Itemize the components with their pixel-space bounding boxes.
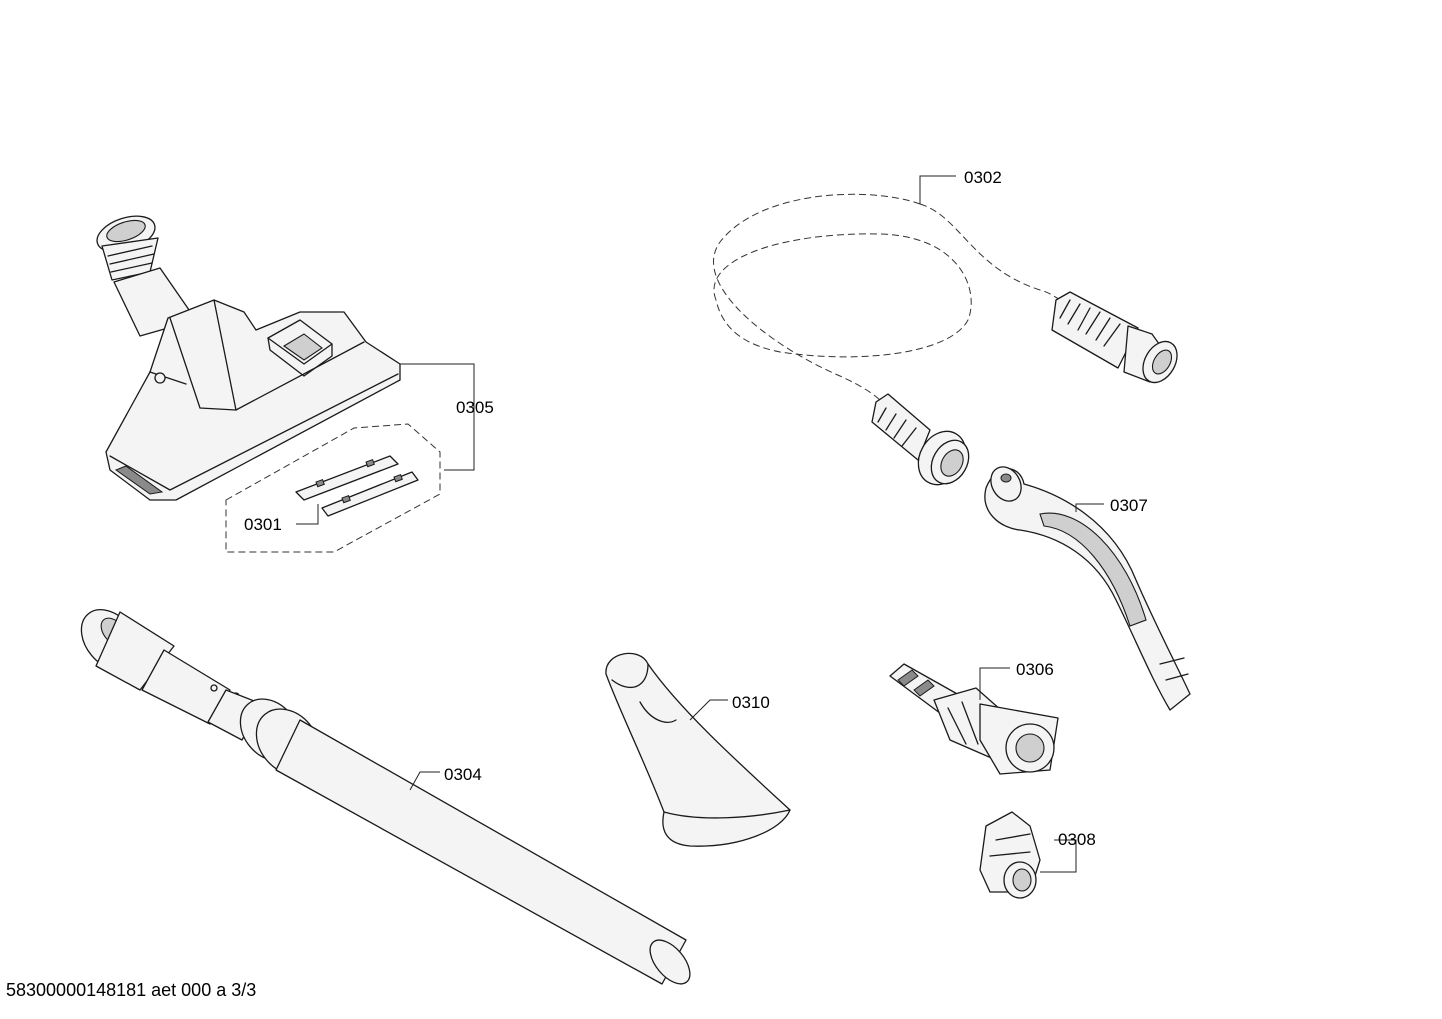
label-0307: 0307 [1110,496,1148,515]
leader-0301 [296,504,319,525]
tube-clip-part[interactable] [979,811,1041,899]
label-0308: 0308 [1058,830,1096,849]
leader-0304 [409,771,440,791]
leader-0310 [689,699,728,721]
crevice-nozzle-part[interactable] [605,652,791,847]
label-0310: 0310 [732,693,770,712]
label-0304: 0304 [444,765,482,784]
label-0305: 0305 [456,398,494,417]
label-0302: 0302 [964,168,1002,187]
upholstery-brush-part[interactable] [889,663,1059,775]
telescopic-tube-part[interactable] [70,599,698,991]
leader-0308 [1040,839,1077,873]
group-0301-outline [225,423,441,553]
handle-part[interactable] [984,461,1191,711]
leader-0307 [1075,503,1104,512]
leader-0302 [919,175,956,204]
label-0306: 0306 [1016,660,1054,679]
leader-0305 [400,363,475,471]
label-0301: 0301 [244,515,282,534]
hose-part[interactable] [713,193,1184,493]
document-footer: 58300000148181 aet 000 a 3/3 [6,980,257,1000]
glide-strip-part[interactable] [295,455,419,517]
floor-nozzle-part[interactable] [93,210,401,501]
leader-0306 [979,667,1010,700]
